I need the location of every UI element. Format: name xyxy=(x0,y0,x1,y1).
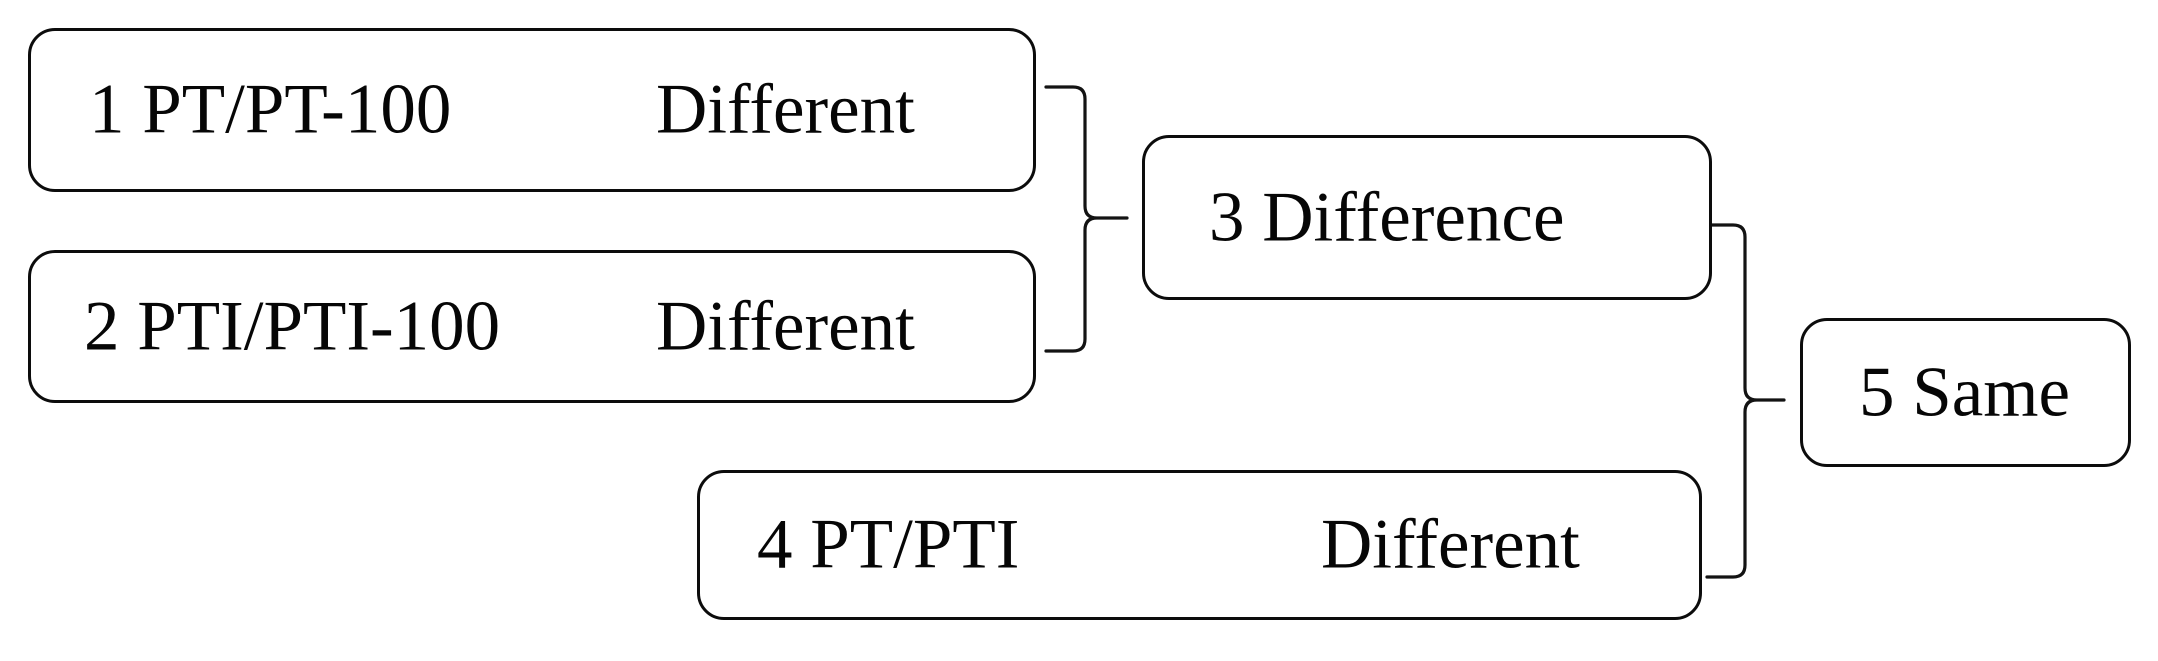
node-4-pt-pti: 4 PT/PTI Different xyxy=(697,470,1702,620)
node-label: 1 PT/PT-100 xyxy=(89,70,452,149)
node-2-pti-pti-100: 2 PTI/PTI-100 Different xyxy=(28,250,1036,403)
node-label: 4 PT/PTI xyxy=(757,505,1020,584)
brace-connector-1-2-to-3 xyxy=(1044,85,1129,353)
node-5-same: 5 Same xyxy=(1800,318,2131,467)
node-status: Different xyxy=(656,287,915,365)
node-3-difference: 3 Difference xyxy=(1142,135,1712,300)
node-status: Different xyxy=(1321,505,1580,584)
node-label: 2 PTI/PTI-100 xyxy=(84,287,501,365)
node-label: 3 Difference xyxy=(1209,178,1565,256)
node-1-pt-pt-100: 1 PT/PT-100 Different xyxy=(28,28,1036,192)
node-status: Different xyxy=(656,70,915,149)
brace-connector-3-4-to-5 xyxy=(1705,223,1786,579)
node-label: 5 Same xyxy=(1859,353,2070,431)
